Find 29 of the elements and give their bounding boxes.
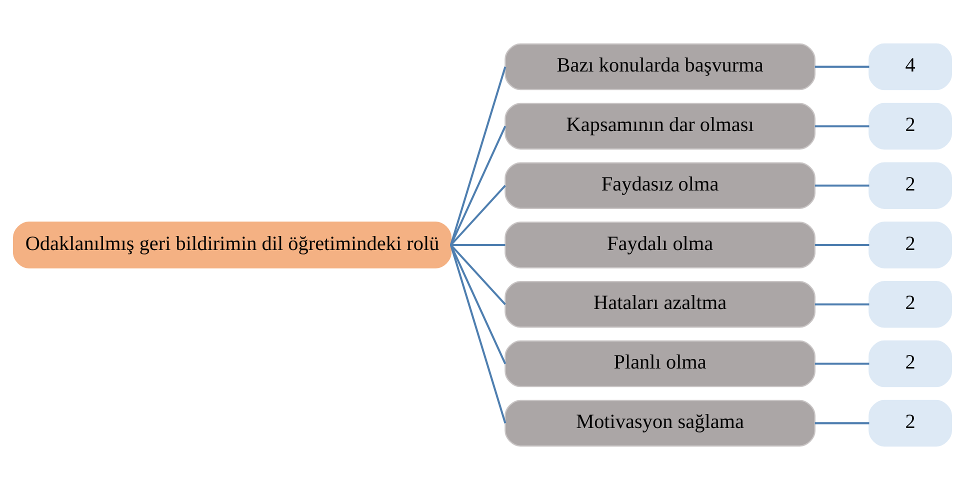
connector: [814, 362, 870, 364]
node-box: Kapsamının dar olması: [504, 102, 816, 150]
node-box: Odaklanılmış geri bildirimin dil öğretimindeki rolü: [13, 221, 452, 268]
node-box: 2: [868, 102, 952, 150]
connector: [450, 244, 506, 246]
connector: [450, 244, 506, 305]
node-box: 2: [868, 162, 952, 208]
node-box: 2: [868, 280, 952, 328]
connector: [450, 244, 506, 423]
node-box: Planlı olma: [504, 340, 816, 387]
connector: [814, 184, 870, 186]
node-box: Hataları azaltma: [504, 280, 816, 328]
connector: [814, 302, 870, 305]
connector: [450, 244, 506, 364]
node-box: 2: [868, 340, 952, 387]
node-box: 4: [868, 42, 952, 90]
node-box: 2: [868, 221, 952, 268]
connector: [450, 66, 506, 245]
node-box: 2: [868, 399, 952, 446]
node-box: Motivasyon sağlama: [504, 399, 816, 446]
connector: [450, 184, 506, 246]
connector: [814, 65, 870, 68]
node-box: Bazı konularda başvurma: [504, 42, 816, 90]
connector: [814, 422, 870, 424]
connector: [450, 125, 506, 245]
connector: [814, 244, 870, 246]
connector: [814, 124, 870, 127]
node-box: Faydalı olma: [504, 221, 816, 268]
node-box: Faydasız olma: [504, 162, 816, 208]
